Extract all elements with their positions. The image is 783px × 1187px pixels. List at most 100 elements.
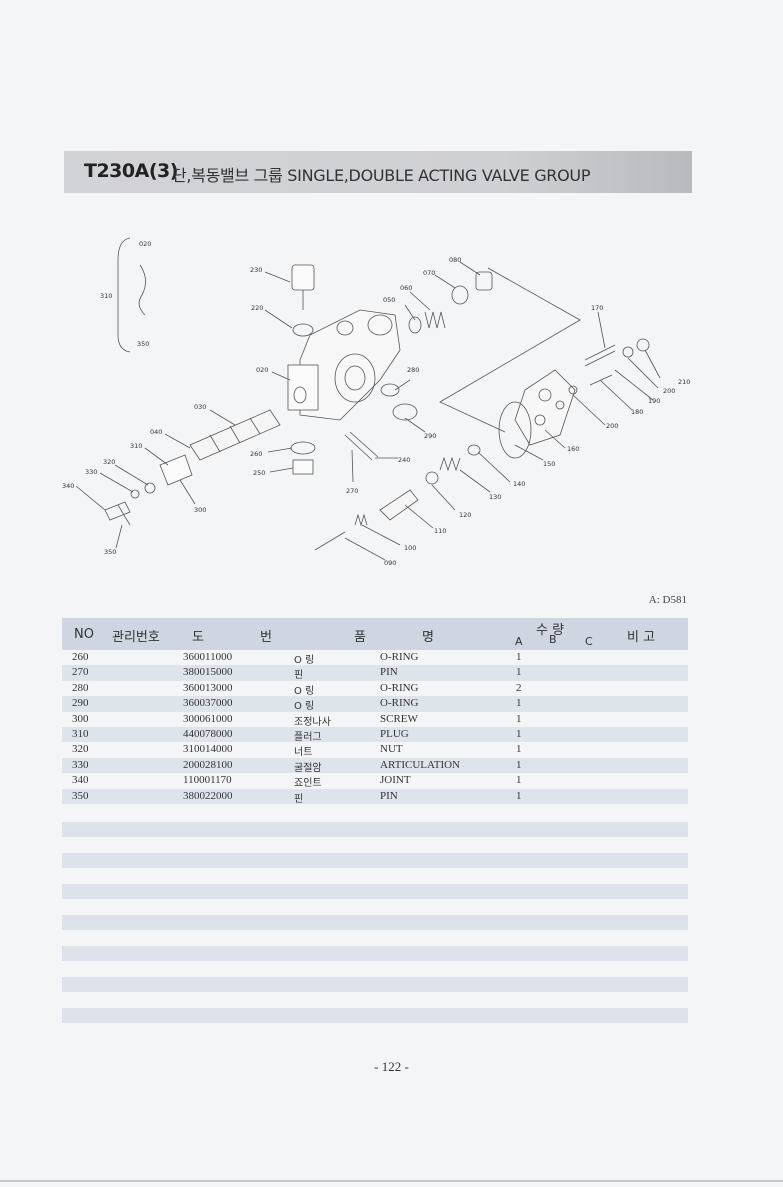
callout: 200 <box>606 422 618 430</box>
callout: 160 <box>567 445 579 453</box>
group-title: 단,복동밸브 그룹 SINGLE,DOUBLE ACTING VALVE GRO… <box>172 166 591 185</box>
row-no: 350 <box>72 789 89 802</box>
row-name-en: ARTICULATION <box>380 758 460 771</box>
table-row: 350 380022000 핀 PIN 1 <box>62 788 688 805</box>
row-name-kr: 죠인트 <box>294 778 322 790</box>
callout: 320 <box>103 458 115 466</box>
table-row: 320 310014000 너트 NUT 1 <box>62 742 688 759</box>
row-part-number: 440078000 <box>183 727 233 740</box>
exploded-parts-diagram: 020 310 350 230 220 020 030 040 310 320 … <box>62 237 690 567</box>
callout: 230 <box>250 266 262 274</box>
callout: 240 <box>398 456 410 464</box>
callout: 290 <box>424 432 436 440</box>
callout: 180 <box>631 408 643 416</box>
row-part-number: 200028100 <box>183 758 233 771</box>
callout: 130 <box>489 493 501 501</box>
parts-table: 260 360011000 O 링 O-RING 1 270 380015000… <box>62 650 688 805</box>
row-name-en: O-RING <box>380 651 419 663</box>
col-qty-b: B <box>549 633 557 646</box>
table-header: NO 관리번호 도 번 품 명 수 량 A B C 비 고 <box>62 618 688 650</box>
empty-row-stripe <box>62 822 688 837</box>
callout: 050 <box>383 296 395 304</box>
col-mgmt: 관리번호 <box>112 630 160 645</box>
row-no: 290 <box>72 697 89 710</box>
row-qty-a: 2 <box>516 681 522 694</box>
row-name-kr: 핀 <box>294 670 304 682</box>
callout: 070 <box>423 269 435 277</box>
row-name-en: PIN <box>380 666 398 679</box>
callout: 190 <box>648 397 660 405</box>
callout: 350 <box>104 548 116 556</box>
row-name-kr: O 링 <box>294 685 315 697</box>
callout: 350 <box>137 340 149 348</box>
row-name-kr: 조정나사 <box>294 716 331 728</box>
row-no: 330 <box>72 758 89 771</box>
row-name-kr: O 링 <box>294 655 315 666</box>
table-row: 280 360013000 O 링 O-RING 2 <box>62 681 688 697</box>
row-name-en: SCREW <box>380 712 418 725</box>
empty-row-stripe <box>62 915 688 930</box>
callout: 210 <box>678 378 690 386</box>
table-row: 290 360037000 O 링 O-RING 1 <box>62 696 688 713</box>
group-code: T230A(3) <box>84 160 178 182</box>
row-part-number: 380022000 <box>183 789 233 802</box>
page-edge <box>0 1180 783 1182</box>
callout: 310 <box>100 292 112 300</box>
callout: 270 <box>346 487 358 495</box>
row-qty-a: 1 <box>516 774 522 787</box>
row-qty-a: 1 <box>516 743 522 756</box>
col-drawing-1: 도 <box>192 630 204 645</box>
empty-row-stripe <box>62 1008 688 1023</box>
row-name-en: O-RING <box>380 697 419 710</box>
table-row: 300 300061000 조정나사 SCREW 1 <box>62 712 688 728</box>
callout: 020 <box>256 366 268 374</box>
row-qty-a: 1 <box>516 666 522 679</box>
col-remarks: 비 고 <box>627 630 656 645</box>
table-row: 310 440078000 플러그 PLUG 1 <box>62 726 688 743</box>
callout: 020 <box>139 240 151 248</box>
callout: 170 <box>591 304 603 312</box>
row-part-number: 360013000 <box>183 681 233 694</box>
row-name-kr: 핀 <box>294 793 304 805</box>
title-bar <box>64 151 692 193</box>
empty-row-stripe <box>62 977 688 992</box>
row-no: 320 <box>72 743 89 756</box>
row-qty-a: 1 <box>516 697 522 710</box>
row-part-number: 300061000 <box>183 712 233 725</box>
row-name-en: PIN <box>380 789 398 802</box>
callout: 040 <box>150 428 162 436</box>
row-name-en: O-RING <box>380 681 419 694</box>
table-row: 340 110001170 죠인트 JOINT 1 <box>62 773 688 790</box>
callout: 100 <box>404 544 416 552</box>
callout: 340 <box>62 482 74 490</box>
row-name-kr: O 링 <box>294 701 315 713</box>
reference-code: A: D581 <box>648 594 687 606</box>
empty-row-stripe <box>62 853 688 868</box>
callout: 110 <box>434 527 446 535</box>
row-qty-a: 1 <box>516 758 522 771</box>
row-name-en: NUT <box>380 743 403 756</box>
col-name-1: 품 <box>354 630 366 645</box>
table-row: 260 360011000 O 링 O-RING 1 <box>62 650 688 666</box>
row-no: 270 <box>72 666 89 679</box>
callout: 310 <box>130 442 142 450</box>
empty-row-stripe <box>62 884 688 899</box>
callout: 120 <box>459 511 471 519</box>
row-part-number: 360037000 <box>183 697 233 710</box>
callout: 250 <box>253 469 265 477</box>
callout: 080 <box>449 256 461 264</box>
callout: 330 <box>85 468 97 476</box>
row-qty-a: 1 <box>516 712 522 725</box>
callout: 280 <box>407 366 419 374</box>
row-qty-a: 1 <box>516 651 522 663</box>
callout: 300 <box>194 506 206 514</box>
row-name-kr: 너트 <box>294 747 313 759</box>
callout: 140 <box>513 480 525 488</box>
row-no: 260 <box>72 651 89 663</box>
row-part-number: 380015000 <box>183 666 233 679</box>
callout: 090 <box>384 559 396 567</box>
table-row: 330 200028100 굴절암 ARTICULATION 1 <box>62 757 688 774</box>
col-qty-a: A <box>515 635 523 648</box>
callout: 150 <box>543 460 555 468</box>
callout: 200 <box>663 387 675 395</box>
